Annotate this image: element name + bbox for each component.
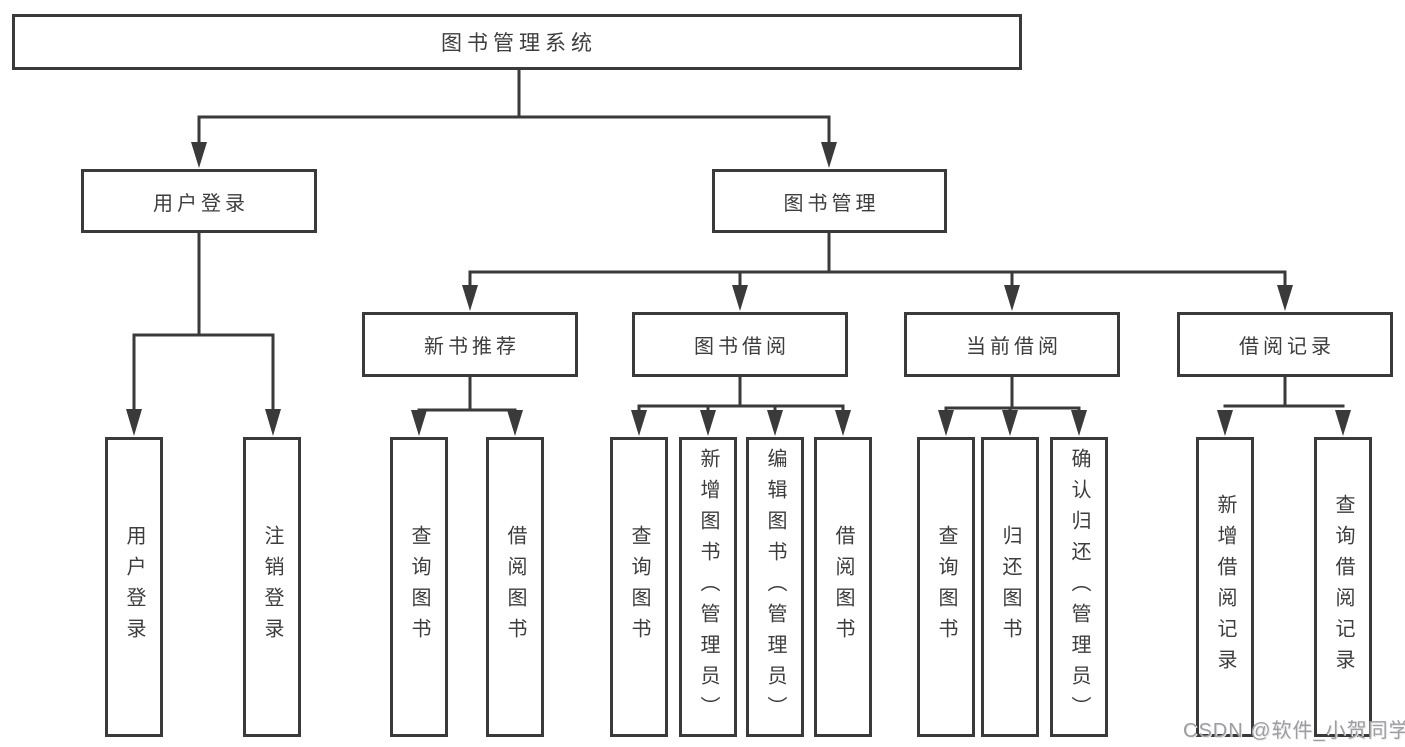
node-label: 用户登录 [123,525,145,649]
node-label: 借阅记录 [1239,336,1335,358]
node-label: 图书管理 [783,192,880,215]
node-label: 编辑图书（管理员） [764,447,786,727]
node-label: 确认归还（管理员） [1068,447,1090,727]
leaf-query-books-current: 查询图书 [917,437,975,737]
node-current-borrow: 当前借阅 [904,312,1120,377]
connector-strokes [132,68,1345,414]
leaf-query-books-recommend: 查询图书 [390,437,448,737]
node-label: 查询图书 [408,525,430,649]
leaf-borrow-books-recommend: 借阅图书 [486,437,544,737]
node-label: 图书管理系统 [441,32,597,55]
node-label: 新增图书（管理员） [697,447,719,727]
leaf-query-borrow-record: 查询借阅记录 [1314,437,1372,737]
node-borrow-records: 借阅记录 [1177,312,1393,377]
node-label: 注销登录 [261,525,283,649]
node-label: 借阅图书 [832,525,854,649]
leaf-user-login: 用户登录 [105,437,163,737]
leaf-query-books-borrow: 查询图书 [610,437,668,737]
leaf-add-books-admin: 新增图书（管理员） [679,437,737,737]
node-label: 查询图书 [935,525,957,649]
node-root-system: 图书管理系统 [12,14,1022,70]
node-user-login-branch: 用户登录 [81,169,317,233]
node-label: 图书借阅 [694,336,790,358]
node-label: 新增借阅记录 [1214,494,1236,680]
node-label: 归还图书 [999,525,1021,649]
node-new-book-recommend: 新书推荐 [362,312,578,377]
node-book-management-branch: 图书管理 [712,169,947,233]
node-label: 当前借阅 [966,336,1062,358]
leaf-return-books: 归还图书 [981,437,1039,737]
node-label: 新书推荐 [424,336,520,358]
node-label: 用户登录 [153,192,249,215]
leaf-borrow-books: 借阅图书 [814,437,872,737]
node-book-borrow: 图书借阅 [632,312,848,377]
leaf-confirm-return-admin: 确认归还（管理员） [1050,437,1108,737]
node-label: 查询图书 [628,525,650,649]
watermark: CSDN @软件_小贺同学 [1183,720,1405,742]
arrowheads [126,142,1351,436]
leaf-edit-books-admin: 编辑图书（管理员） [746,437,804,737]
leaf-logout: 注销登录 [243,437,301,737]
leaf-add-borrow-record: 新增借阅记录 [1196,437,1254,737]
node-label: 查询借阅记录 [1332,494,1354,680]
node-label: 借阅图书 [504,525,526,649]
